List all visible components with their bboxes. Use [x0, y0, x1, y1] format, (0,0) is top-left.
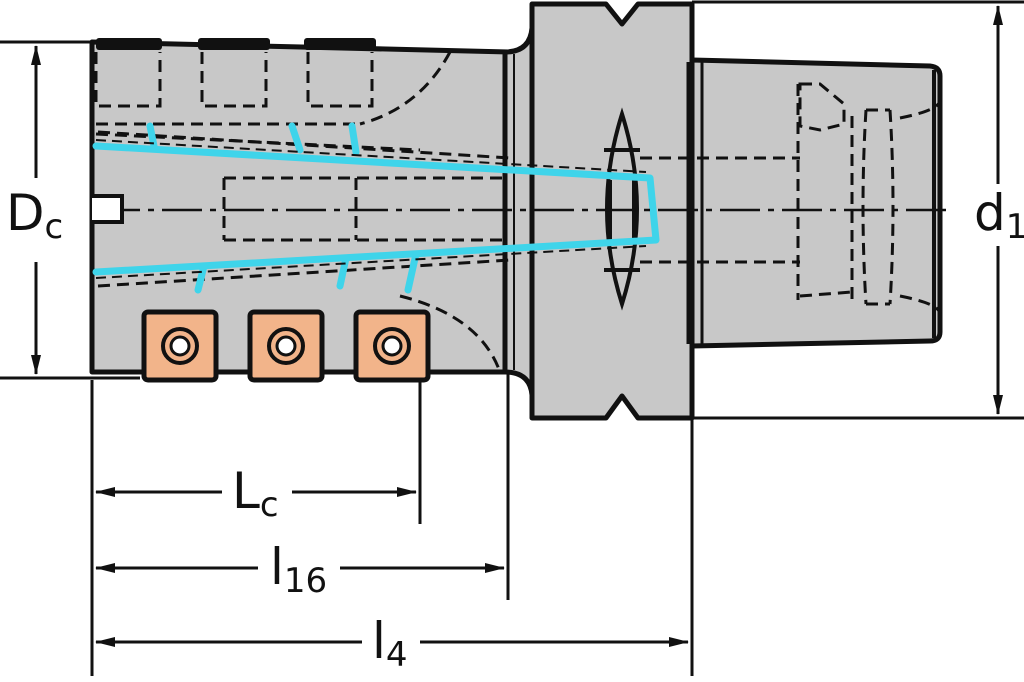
- lc-label: Lc: [232, 462, 279, 525]
- cutter-neck: [502, 25, 535, 398]
- shank: [689, 57, 943, 349]
- coolant-outline: [95, 139, 647, 279]
- drive-slot: [92, 194, 124, 224]
- insert-3: [353, 309, 431, 383]
- insert-1: [141, 309, 219, 383]
- dimension-lines: [31, 5, 1003, 647]
- insert-2: [247, 309, 325, 383]
- dc-label: Dc: [6, 184, 63, 247]
- l16-label: l16: [270, 538, 327, 601]
- l4-label: l4: [372, 612, 408, 675]
- d1-label: d1: [974, 184, 1024, 247]
- inserts: [141, 309, 431, 383]
- top-edge-bars: [96, 38, 376, 50]
